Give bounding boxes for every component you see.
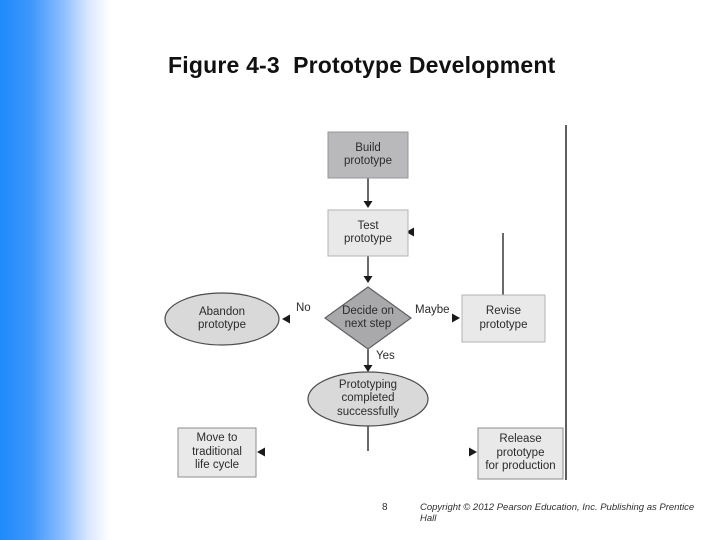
move-traditional-label: Move to traditional life cycle [178, 428, 256, 477]
move-traditional-text: Move to traditional life cycle [192, 432, 242, 472]
flowchart-shapes [164, 125, 567, 480]
build-prototype-box [327, 131, 409, 179]
arrow-yes-head [363, 365, 373, 372]
edge-label-yes: Yes [376, 350, 395, 362]
copyright-notice: Copyright © 2012 Pearson Education, Inc.… [420, 502, 695, 524]
decide-next-step-text: Decide on next step [342, 304, 394, 331]
decide-next-step-diamond [323, 286, 413, 350]
prototype-flowchart: Build prototype Test prototype Decide on… [150, 120, 582, 492]
arrow-build-test-head [363, 201, 373, 208]
decide-next-step-label: Decide on next step [325, 287, 411, 349]
left-gradient-bar [0, 0, 110, 540]
prototyping-completed-ellipse [307, 371, 429, 427]
revise-prototype-label: Revise prototype [462, 295, 545, 342]
release-production-box [477, 427, 564, 480]
revise-prototype-box [461, 294, 546, 343]
edge-label-maybe: Maybe [415, 304, 450, 316]
move-traditional-box [177, 427, 257, 478]
arrow-test-decide-head [363, 276, 373, 283]
arrow-into-move-head [257, 447, 265, 457]
test-prototype-label: Test prototype [328, 210, 408, 256]
abandon-prototype-text: Abandon prototype [198, 305, 246, 332]
test-prototype-text: Test prototype [344, 219, 392, 246]
test-prototype-box [327, 209, 409, 257]
arrow-into-release-head [469, 447, 477, 457]
slide-page-number: 8 [382, 502, 388, 513]
build-prototype-text: Build prototype [344, 141, 392, 168]
release-production-text: Release prototype for production [485, 433, 556, 473]
abandon-prototype-label: Abandon prototype [165, 293, 279, 345]
revise-prototype-text: Revise prototype [479, 305, 528, 331]
build-prototype-label: Build prototype [328, 132, 408, 178]
page-title: Figure 4-3 Prototype Development [168, 52, 556, 78]
release-production-label: Release prototype for production [478, 428, 563, 479]
arrow-no-head [282, 314, 290, 324]
abandon-prototype-ellipse [164, 292, 280, 346]
prototyping-completed-label: Prototyping completed successfully [308, 372, 428, 426]
arrow-into-test-head [406, 227, 414, 237]
arrow-maybe-head [452, 313, 460, 323]
prototyping-completed-text: Prototyping completed successfully [337, 378, 399, 418]
edge-label-no: No [296, 302, 311, 314]
